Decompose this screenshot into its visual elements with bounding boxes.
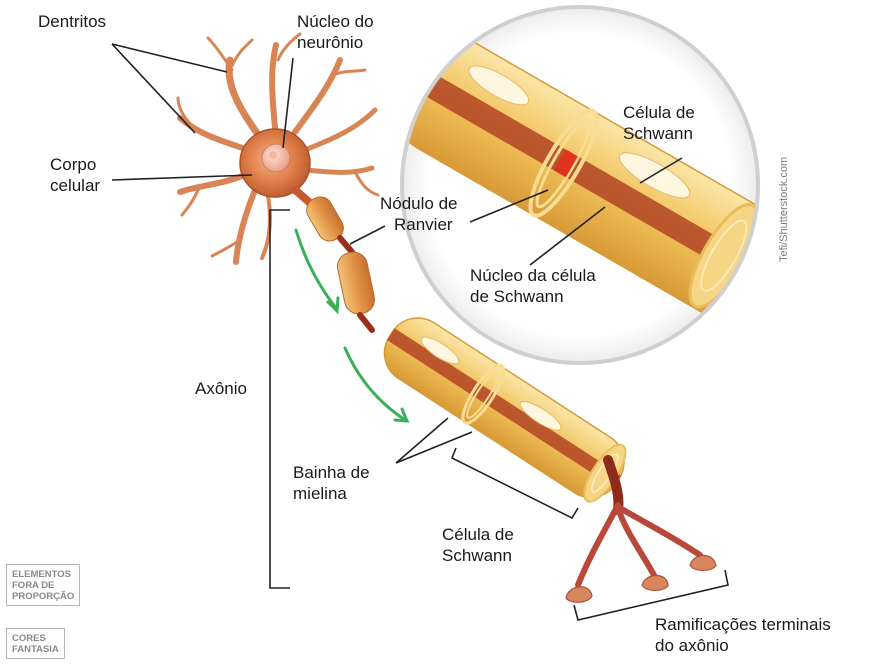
- badge-out-of-proportion: ELEMENTOS FORA DE PROPORÇÃO: [6, 564, 80, 606]
- label-neuron-nucleus: Núcleo do neurônio: [297, 11, 374, 53]
- label-cell-body: Corpo celular: [50, 154, 100, 196]
- badge-fantasy-colors: CORES FANTASIA: [6, 628, 65, 659]
- label-node-of-ranvier: Nódulo de Ranvier: [380, 193, 458, 235]
- image-credit: Tefi/Shutterstock.com: [778, 157, 790, 262]
- label-schwann-cell: Célula de Schwann: [442, 524, 514, 566]
- label-terminal-branches: Ramificações terminais do axônio: [655, 614, 831, 656]
- label-dendrites: Dentritos: [38, 11, 106, 32]
- label-schwann-cell-zoom: Célula de Schwann: [623, 102, 695, 144]
- zoom-inset: [382, 7, 806, 363]
- label-axon: Axônio: [195, 378, 247, 399]
- label-myelin-sheath: Bainha de mielina: [293, 462, 370, 504]
- cell-body: [240, 129, 310, 197]
- label-schwann-nucleus: Núcleo da célula de Schwann: [470, 265, 596, 307]
